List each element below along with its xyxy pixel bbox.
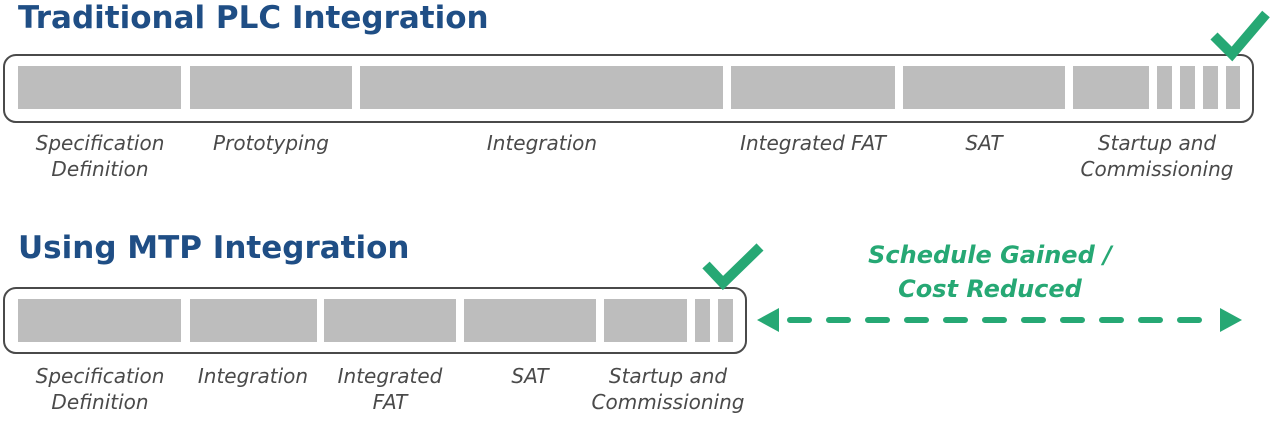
- checkmark-icon: [1210, 10, 1270, 62]
- label-line: FAT: [372, 390, 408, 414]
- timeline-segment: [324, 299, 456, 342]
- label-line: Integration: [197, 364, 309, 388]
- traditional-plc-title: Traditional PLC Integration: [18, 0, 489, 36]
- phase-label-integrated-fat: Integrated FAT: [338, 363, 443, 415]
- mtp-integration-title: Using MTP Integration: [18, 230, 410, 266]
- label-line: Integration: [486, 131, 598, 155]
- timeline-segment: [903, 66, 1065, 109]
- phase-label-startup-commissioning: Startup and Commissioning: [1081, 130, 1234, 182]
- phase-label-integration: Integration: [487, 130, 597, 156]
- timeline-segment: [1073, 66, 1149, 109]
- phase-label-sat: SAT: [511, 363, 548, 389]
- timeline-segment: [18, 299, 181, 342]
- arrow-head-right: [1220, 308, 1242, 332]
- timeline-segment: [1157, 66, 1172, 109]
- savings-line-2: Cost Reduced: [898, 275, 1082, 303]
- label-line: SAT: [511, 364, 549, 388]
- timeline-segment: [731, 66, 895, 109]
- arrow-head-left: [757, 308, 779, 332]
- label-line: SAT: [965, 131, 1003, 155]
- label-line: Startup and: [608, 364, 728, 388]
- label-line: Definition: [51, 390, 149, 414]
- label-line: Specification: [35, 364, 165, 388]
- timeline-segment: [360, 66, 723, 109]
- double-headed-dashed-arrow-icon: [757, 308, 1242, 332]
- label-line: Prototyping: [213, 131, 329, 155]
- checkmark-icon: [702, 243, 764, 291]
- phase-label-sat: SAT: [965, 130, 1002, 156]
- timeline-segment: [18, 66, 181, 109]
- savings-line-1: Schedule Gained /: [868, 241, 1112, 269]
- phase-label-specification-definition: Specification Definition: [36, 363, 165, 415]
- timeline-segment: [718, 299, 733, 342]
- label-line: Integrated: [337, 364, 443, 388]
- phase-label-integrated-fat: Integrated FAT: [740, 130, 886, 156]
- timeline-segment: [604, 299, 687, 342]
- phase-label-startup-commissioning: Startup and Commissioning: [592, 363, 745, 415]
- label-line: Integrated FAT: [740, 131, 886, 155]
- label-line: Specification: [35, 131, 165, 155]
- phase-label-integration: Integration: [198, 363, 308, 389]
- label-line: Commissioning: [591, 390, 745, 414]
- label-line: Startup and: [1097, 131, 1217, 155]
- timeline-segment: [464, 299, 596, 342]
- timeline-segment: [1226, 66, 1240, 109]
- label-line: Definition: [51, 157, 149, 181]
- timeline-segment: [695, 299, 710, 342]
- timeline-segment: [190, 299, 317, 342]
- schedule-gained-cost-reduced-text: Schedule Gained / Cost Reduced: [868, 238, 1112, 306]
- label-line: Commissioning: [1080, 157, 1234, 181]
- phase-label-prototyping: Prototyping: [213, 130, 329, 156]
- timeline-segment: [190, 66, 352, 109]
- timeline-segment: [1203, 66, 1218, 109]
- phase-label-specification-definition: Specification Definition: [36, 130, 165, 182]
- timeline-segment: [1180, 66, 1195, 109]
